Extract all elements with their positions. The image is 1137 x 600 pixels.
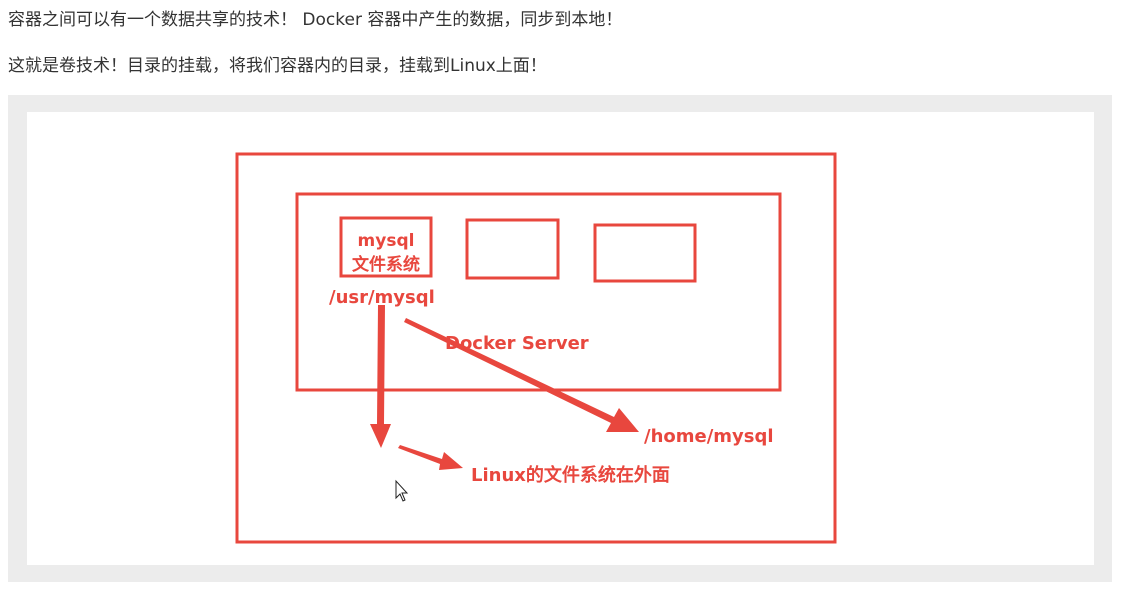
container-label-filesystem: 文件系统	[352, 254, 420, 275]
intro-paragraph-2: 这就是卷技术！目录的挂载，将我们容器内的目录，挂载到Linux上面！	[8, 56, 547, 76]
host-filesystem-label: Linux的文件系统在外面	[471, 464, 670, 486]
arrow-down	[370, 305, 391, 448]
container-label-mysql: mysql	[358, 231, 415, 251]
container-box-2	[465, 218, 560, 280]
docker-server-label: Docker Server	[445, 333, 589, 354]
docker-server-box	[295, 192, 782, 392]
arrow-to-home-mysql	[404, 318, 639, 432]
container-path-label: /usr/mysql	[329, 287, 435, 308]
mysql-container-box	[339, 216, 433, 278]
mouse-cursor-icon	[395, 479, 409, 502]
diagram-canvas	[27, 112, 1094, 565]
arrow-to-linux-fs	[398, 445, 463, 470]
linux-host-box	[235, 152, 837, 544]
host-path-label: /home/mysql	[644, 426, 774, 447]
intro-paragraph-1: 容器之间可以有一个数据共享的技术！ Docker 容器中产生的数据，同步到本地！	[8, 10, 623, 30]
container-box-3	[593, 223, 697, 283]
diagram-figure	[8, 95, 1112, 582]
